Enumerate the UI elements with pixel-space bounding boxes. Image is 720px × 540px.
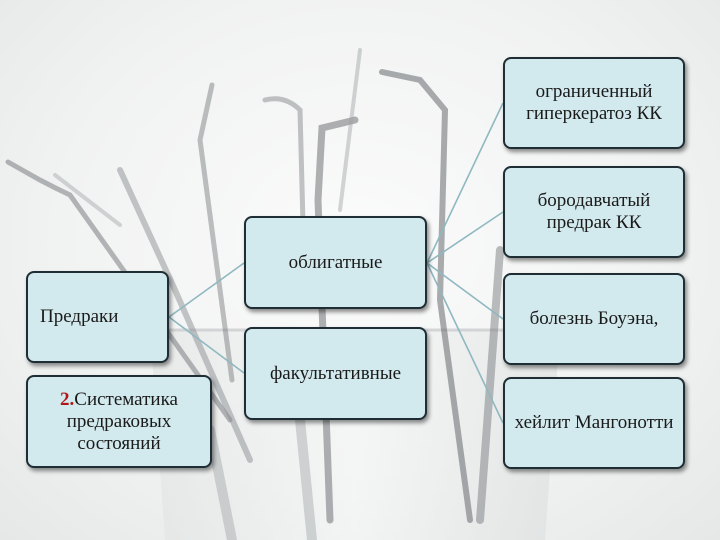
node-obligate: облигатные (244, 216, 427, 309)
node-label: ограниченный гиперкератоз КК (526, 81, 662, 124)
node-precancers-root: Предраки (26, 271, 169, 363)
node-systematics-title: 2.Систематика предраковых состояний (26, 375, 212, 468)
node-label: хейлит Мангонотти (514, 412, 674, 433)
node-label: болезнь Боуэна, (529, 308, 659, 329)
node-label: факультативные (269, 362, 402, 384)
node-bowen-disease: болезнь Боуэна, (503, 273, 685, 365)
edge-root-facultative (168, 316, 245, 374)
node-verrucous-precancer: бородавчатый предрак КК (503, 166, 685, 258)
edge-obligate-bowen (426, 262, 504, 320)
node-label: 2.Систематика предраковых состояний (28, 389, 210, 455)
node-facultative: факультативные (244, 327, 427, 420)
section-number: 2. (60, 388, 75, 410)
section-title: Систематика предраковых состояний (66, 388, 178, 454)
node-label: облигатные (288, 251, 383, 273)
node-manganotti-cheilitis: хейлит Мангонотти (503, 377, 685, 469)
edge-obligate-manganotti (426, 262, 504, 424)
edge-obligate-verrucous (426, 211, 504, 264)
edge-obligate-hyperkeratosis (426, 102, 504, 264)
node-limited-hyperkeratosis: ограниченный гиперкератоз КК (503, 57, 685, 149)
edge-root-obligate (168, 262, 245, 318)
node-label: Предраки (40, 306, 119, 327)
node-label: бородавчатый предрак КК (537, 190, 651, 233)
